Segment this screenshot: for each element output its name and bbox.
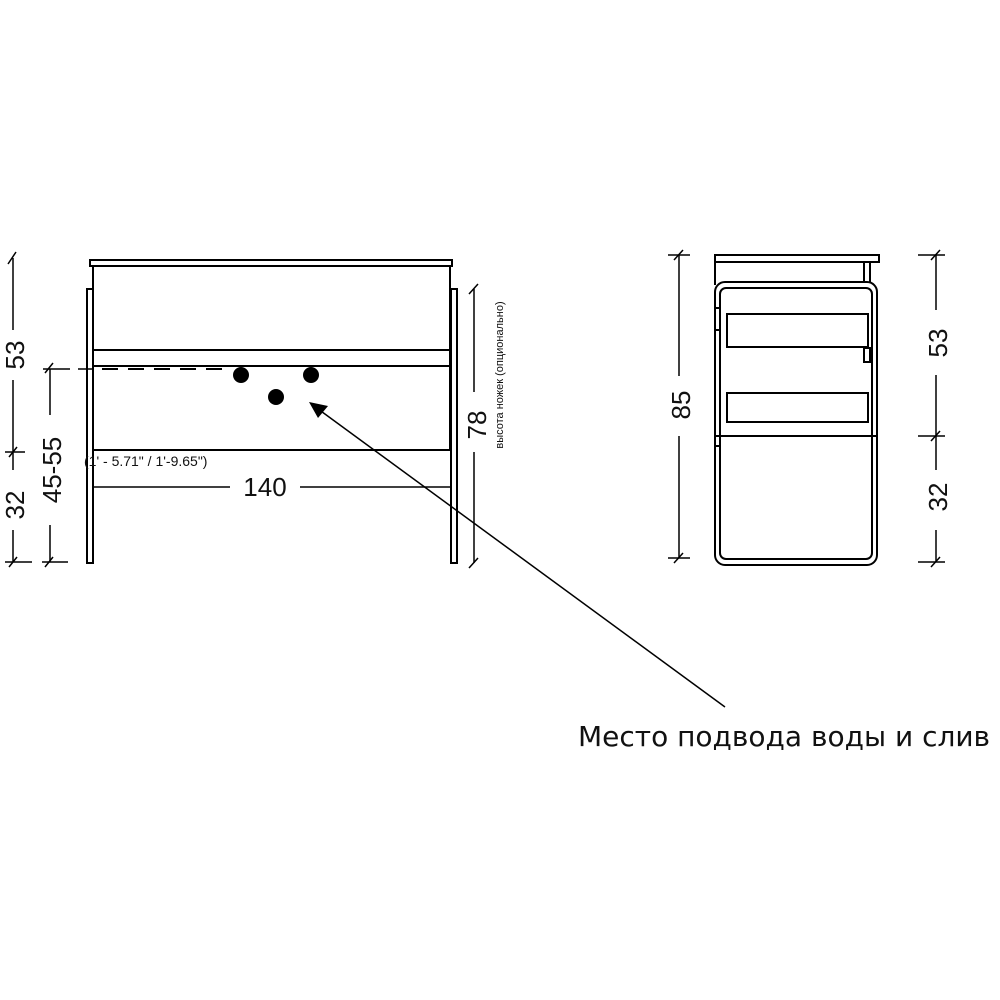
side-frame-outer [714,281,878,566]
side-frame-inner [719,287,873,560]
drain-height-imperial: (1' - 5.71" / 1'-9.65") [84,453,207,469]
water-inlet-right [303,367,319,383]
callout-leader-line [313,405,726,708]
lower-drawer [726,392,869,423]
side-countertop [714,254,880,263]
bottom-section-dimension: 32 [0,491,30,520]
drain-height-dimension: 45-55 [37,437,67,504]
side-view: 85 53 32 [666,249,953,568]
right-leg [450,288,458,564]
callout-label: Место подвода воды и слив [578,720,990,753]
water-inlet-left [233,367,249,383]
drain-point [268,389,284,405]
countertop [89,259,453,267]
side-bottom-section-dimension: 32 [923,483,953,512]
leg-height-dimension: 78 [462,411,492,440]
width-dimension: 140 [243,472,286,502]
left-leg [86,288,94,564]
arrow-head-icon [309,402,328,418]
leg-height-note: высота ножек (опционально) [494,301,506,448]
callout: Место подвода воды и слив [309,402,990,753]
side-top-section-dimension: 53 [923,329,953,358]
top-section-dimension: 53 [0,341,30,370]
total-height-dimension: 85 [666,391,696,420]
upper-drawer [726,313,869,348]
front-view: 140 (1' - 5.71" / 1'-9.65") 53 32 45-55 … [0,251,506,569]
